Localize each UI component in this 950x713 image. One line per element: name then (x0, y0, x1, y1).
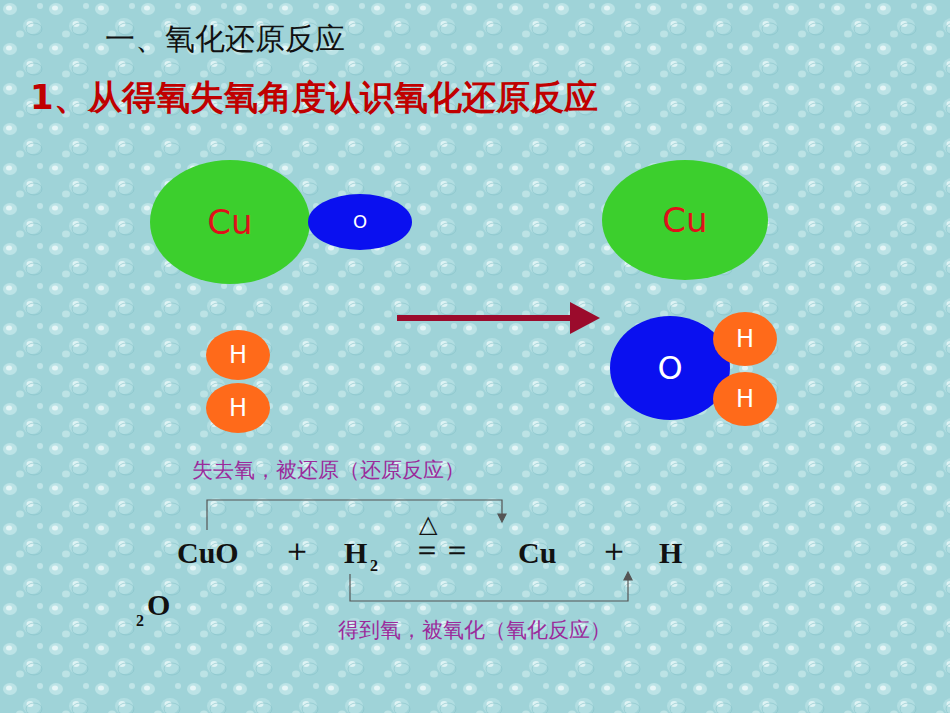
atom-symbol: H (229, 343, 247, 367)
atom-symbol: O (657, 352, 682, 384)
ellipse (206, 383, 270, 433)
atom-symbol: Cu (662, 203, 707, 237)
ellipse (610, 316, 730, 420)
formula: H (344, 538, 367, 568)
oxidation-bracket (350, 572, 632, 601)
atom-symbol: Cu (207, 205, 252, 239)
heat-symbol: △ (419, 512, 437, 536)
ellipse (150, 160, 310, 284)
section-heading: 1、从得氧失氧角度认识氧化还原反应 (30, 80, 598, 114)
formula: H (659, 538, 682, 568)
reaction-arrow (397, 302, 600, 334)
oxidation-note: 得到氧，被氧化（氧化反应） (338, 620, 611, 641)
hydrogen-atom: H (206, 383, 270, 433)
ellipse (602, 160, 768, 280)
plus-sign: ＋ (598, 534, 630, 566)
atom-symbol: H (736, 327, 754, 351)
ellipse (713, 372, 777, 426)
subscript: 2 (370, 558, 378, 574)
plus-sign: ＋ (281, 534, 313, 566)
oxygen-atom: O (610, 316, 730, 420)
slide-title: 一、氧化还原反应 (105, 24, 345, 54)
copper-atom: Cu (150, 160, 310, 284)
hydrogen-atom: H (206, 330, 270, 380)
oxygen-atom: O (308, 194, 412, 250)
subscript: 2 (136, 613, 144, 629)
copper-atom: Cu (602, 160, 768, 280)
hydrogen-atom: H (713, 312, 777, 366)
reduction-bracket (207, 500, 506, 530)
equals-sign: ＝＝ (412, 534, 472, 564)
ellipse (308, 194, 412, 250)
formula: Cu (518, 538, 556, 568)
reduction-note: 失去氧，被还原（还原反应） (192, 460, 465, 481)
formula: O (147, 590, 170, 620)
hydrogen-atom: H (713, 372, 777, 426)
ellipse (713, 312, 777, 366)
atom-symbol: H (229, 396, 247, 420)
atom-symbol: H (736, 387, 754, 411)
formula: CuO (177, 538, 239, 568)
ellipse (206, 330, 270, 380)
atom-symbol: O (353, 213, 367, 231)
